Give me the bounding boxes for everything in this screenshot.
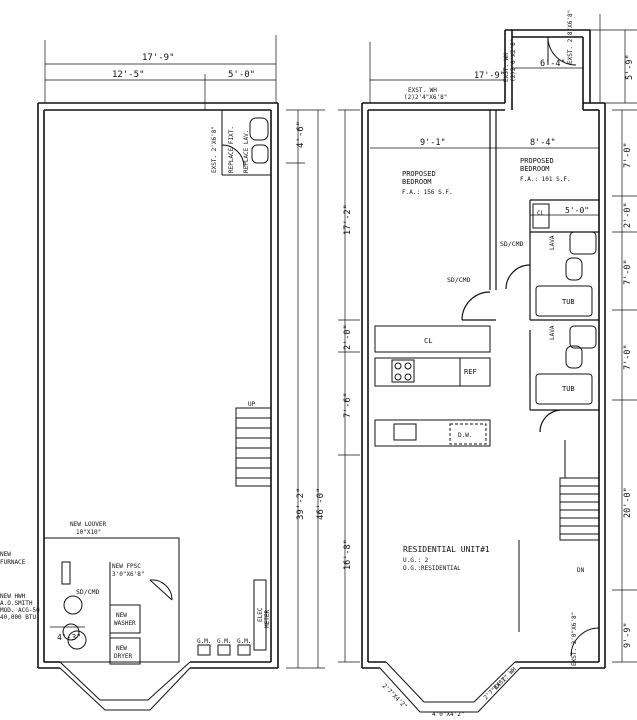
dim-right-overall: 17'-9" [474,71,505,81]
right-dimension-lines [338,14,637,663]
label-gm-1: G.M. [197,638,211,645]
left-texts: 17'-9" 12'-5" 5'-0" 4'-6" 39'-2" 46'-0" … [0,53,326,660]
label-sd-cmd-r2: SD/CMD [447,276,471,284]
label-bay-center: 4'0"X4'2" [432,711,465,718]
left-stair [235,407,272,487]
label-dw: D.W. [458,432,472,439]
dim-right-top-small: 6'-4" [540,59,566,69]
label-bed2-area: F.A.: 101 S.F. [520,176,571,183]
label-replace-lav: REPLACE LAV. [243,130,250,173]
right-top-door [547,36,577,66]
label-unit-title: RESIDENTIAL UNIT#1 [403,545,490,554]
right-plan [338,14,637,713]
dim-left-seg-b: 5'-0" [228,70,255,80]
label-bed2-1: PROPOSED [520,157,554,165]
right-bay [379,661,521,713]
label-unit-og: O.G.:RESIDENTIAL [403,565,461,572]
dim-left-overall: 17'-9" [142,53,175,63]
label-dn: DN [577,567,585,574]
label-lava-1: LAVA [549,235,556,250]
dim-left-h-a: 39'-2" [296,487,306,520]
dim-right-r4: 7'-0" [623,344,633,370]
dim-right-h4: 16'-8" [343,539,353,570]
label-replace-fixt: REPLACE FIXT. [228,126,235,173]
label-gm-2: G.M. [217,638,231,645]
label-sd-cmd-r1: SD/CMD [500,240,524,248]
dim-closet-w: 5'-0" [565,206,589,215]
label-exst-wh-bottom: EXST. WH [492,666,518,692]
label-elec-1: ELEC [257,607,264,622]
left-plan-walls [37,102,279,669]
dim-right-h1: 17'-2" [343,204,353,235]
label-new-dryer-1: NEW [116,645,127,652]
label-bay-left: 2'7"X4'2" [381,682,409,710]
dim-right-bed-a: 9'-1" [420,138,446,148]
left-bay [59,661,191,711]
label-exst-left: EXST. 2'X6'8" [211,126,218,173]
label-new-louver: NEW LOUVER [70,521,107,528]
label-new-hwh-1: NEW HWH [0,593,26,600]
label-tub-2: TUB [562,385,575,393]
label-new-dryer-2: DRYER [114,653,132,660]
label-exst-door-bottom: EXST. 3'0"X6'8" [571,612,578,666]
label-bed1-1: PROPOSED [402,170,436,178]
label-exst-wh-mid-1: EXST. WH [408,87,437,94]
dim-right-r3: 7'-0" [623,259,633,285]
dim-right-h2: 2'-0" [343,324,353,350]
right-bath-fixtures [532,203,597,405]
label-new-furnace-2: FURNACE [0,559,26,566]
dim-right-h3: 7'-6" [343,392,353,418]
label-lava-2: LAVA [549,325,556,340]
label-new-fpsc-1: NEW FPSC [112,563,141,570]
label-tub-1: TUB [562,298,575,306]
label-new-furnace-1: NEW [0,551,11,558]
right-plan-walls [361,29,606,669]
dim-right-top-h: 5'-9" [625,54,635,80]
label-new-hwh-4: 40,000 BTU [0,614,37,621]
label-exst-wh-top-2: (2)2'0"X2'8" [510,39,517,82]
label-bed1-2: BEDROOM [402,178,432,186]
label-exst-wh-mid-2: (2)2'4"X6'8" [404,94,447,101]
label-bed1-area: F.A.: 156 S.F. [402,189,453,196]
dim-left-bath-h: 4'-6" [296,121,306,148]
dim-right-r6: 9'-9" [623,622,633,648]
dim-right-bed-b: 8'-4" [530,138,556,148]
label-bed2-2: BEDROOM [520,165,550,173]
right-texts: 17'-9" 6'-4" 5'-9" 9'-1" 8'-4" 17'-2" 2'… [343,10,635,718]
label-elec-2: METER [264,610,271,628]
right-kitchen [374,325,491,447]
label-new-washer-2: WASHER [114,620,136,627]
left-plan [37,35,325,711]
left-dimension-lines [44,35,325,669]
dim-left-h-b: 46'-0" [316,487,326,520]
right-partitions [461,110,599,433]
label-unit-ug: U.G.: 2 [403,557,429,564]
dim-left-seg-a: 12'-5" [112,70,145,80]
dim-right-r2: 2'-0" [623,202,633,228]
label-new-washer-1: NEW [116,612,127,619]
dim-right-r1: 7'-0" [623,142,633,168]
right-stair [518,440,600,657]
label-sd-cmd-left: SD/CMD [76,588,100,596]
label-new-hwh-3: MOD. ACG-50 [0,607,40,614]
left-bathroom [221,110,271,176]
label-new-hwh-2: A.O.SMITH [0,600,33,607]
label-cl-small: CL [537,210,545,217]
label-exst-door-top: EXST. 2'8"X6'8" [567,10,574,64]
label-cl-kitchen: CL [424,337,432,345]
dim-left-bottom: 4'-3" [57,633,81,642]
left-mech-room [43,537,267,665]
label-louver-size: 10"X10" [76,529,101,536]
label-exst-wh-top-1: EXST. WH [503,53,510,82]
label-new-fpsc-2: 3'0"X6'8" [112,571,145,578]
label-gm-3: G.M. [237,638,251,645]
label-ref: REF [464,368,477,376]
dim-right-r5: 20'-0" [623,487,633,518]
label-up: UP [248,401,256,408]
